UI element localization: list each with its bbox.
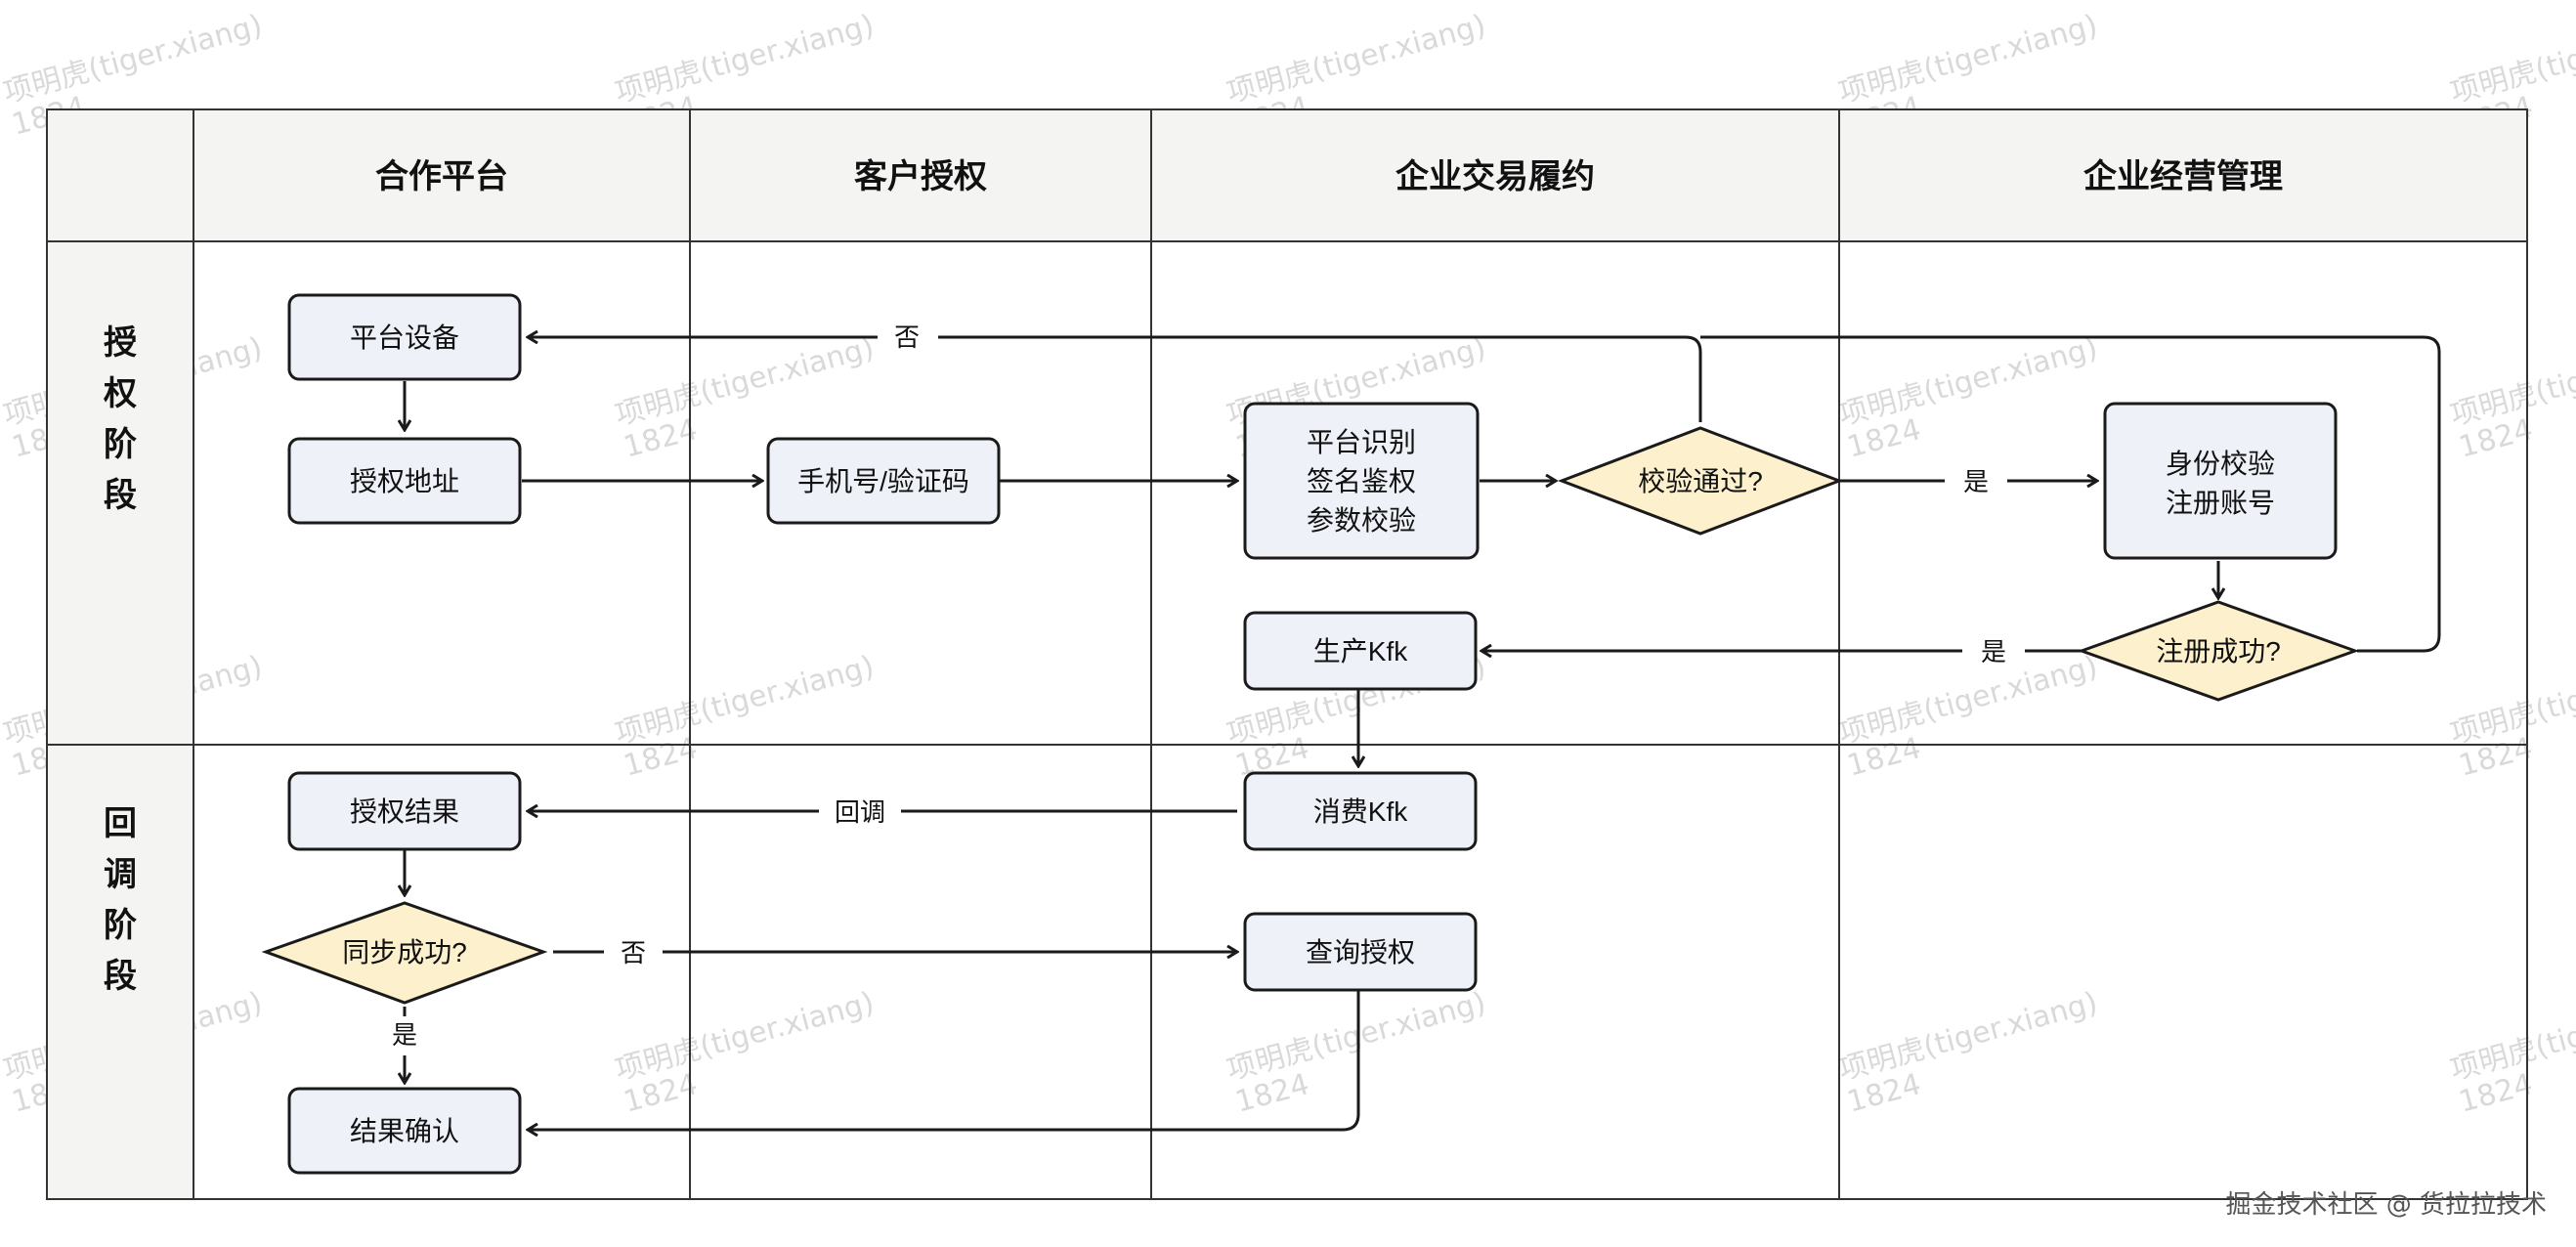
label-verify-pass: 校验通过? xyxy=(1638,466,1763,496)
edge-label-yes-verify: 是 xyxy=(1963,467,1989,496)
label-sync-success: 同步成功? xyxy=(342,937,467,968)
column-header-enterprise-trade: 企业交易履约 xyxy=(1395,157,1595,195)
label-auth-address: 授权地址 xyxy=(350,466,459,496)
node-label-line: 平台识别 xyxy=(1307,427,1416,457)
label-produce-kfk: 生产Kfk xyxy=(1313,636,1408,666)
edge-register-no xyxy=(1700,335,2441,653)
header-band xyxy=(47,109,2527,241)
node-platform-device xyxy=(287,293,522,381)
column-header-partner-platform: 合作平台 xyxy=(375,158,508,195)
node-auth-result xyxy=(287,771,522,851)
node-auth-address xyxy=(287,437,522,525)
node-identity-check xyxy=(2103,402,2338,560)
edge-label-no-top: 否 xyxy=(894,322,920,352)
node-query-auth xyxy=(1243,912,1478,992)
row-label-callback-stage: 回调阶段 xyxy=(104,805,137,995)
row-label-char: 阶 xyxy=(104,426,137,463)
edge-verify-no xyxy=(528,337,1702,422)
node-register-success xyxy=(2077,600,2360,702)
label-result-confirm: 结果确认 xyxy=(350,1116,459,1146)
node-label-line: 签名鉴权 xyxy=(1307,466,1416,496)
row-label-char: 阶 xyxy=(104,907,137,944)
label-consume-kfk: 消费Kfk xyxy=(1313,796,1408,827)
edges xyxy=(405,335,2441,1130)
label-platform-device: 平台设备 xyxy=(350,322,459,353)
node-label-line: 身份校验 xyxy=(2166,449,2275,479)
label-auth-result: 授权结果 xyxy=(350,796,459,827)
node-label-line: 参数校验 xyxy=(1307,505,1416,536)
label-query-auth: 查询授权 xyxy=(1306,937,1415,968)
node-platform-check xyxy=(1243,402,1480,560)
row-label-char: 段 xyxy=(104,476,137,514)
node-sync-success xyxy=(261,901,548,1005)
row-label-char: 段 xyxy=(104,957,137,995)
row-label-band xyxy=(47,241,193,1199)
edge-label-callback: 回调 xyxy=(835,797,885,827)
node-verify-pass xyxy=(1557,426,1844,536)
edge-label-yes-sync: 是 xyxy=(392,1020,417,1050)
column-header-customer-auth: 客户授权 xyxy=(854,157,987,195)
node-result-confirm xyxy=(287,1087,522,1175)
node-produce-kfk xyxy=(1243,611,1478,691)
label-register-success: 注册成功? xyxy=(2156,636,2281,666)
label-phone-code: 手机号/验证码 xyxy=(797,466,969,496)
row-label-auth-stage: 授权阶段 xyxy=(103,324,137,514)
row-label-char: 授 xyxy=(104,324,137,362)
row-label-char: 调 xyxy=(104,856,137,893)
footer-credit: 掘金技术社区 @ 货拉拉技术 xyxy=(2225,1190,2547,1220)
row-label-char: 权 xyxy=(103,375,137,412)
row-label-char: 回 xyxy=(104,805,137,842)
edge-label-yes-register: 是 xyxy=(1981,637,2006,666)
label-identity-check: 身份校验注册账号 xyxy=(2166,449,2275,518)
node-label-line: 注册账号 xyxy=(2166,488,2275,518)
node-phone-code xyxy=(766,437,1001,525)
edge-query-to-confirm xyxy=(528,991,1360,1130)
node-consume-kfk xyxy=(1243,771,1478,851)
edge-label-no-sync: 否 xyxy=(621,938,646,968)
table-grid xyxy=(46,108,2528,1200)
label-platform-check: 平台识别签名鉴权参数校验 xyxy=(1307,427,1416,536)
column-header-enterprise-mgmt: 企业经营管理 xyxy=(2083,157,2283,195)
